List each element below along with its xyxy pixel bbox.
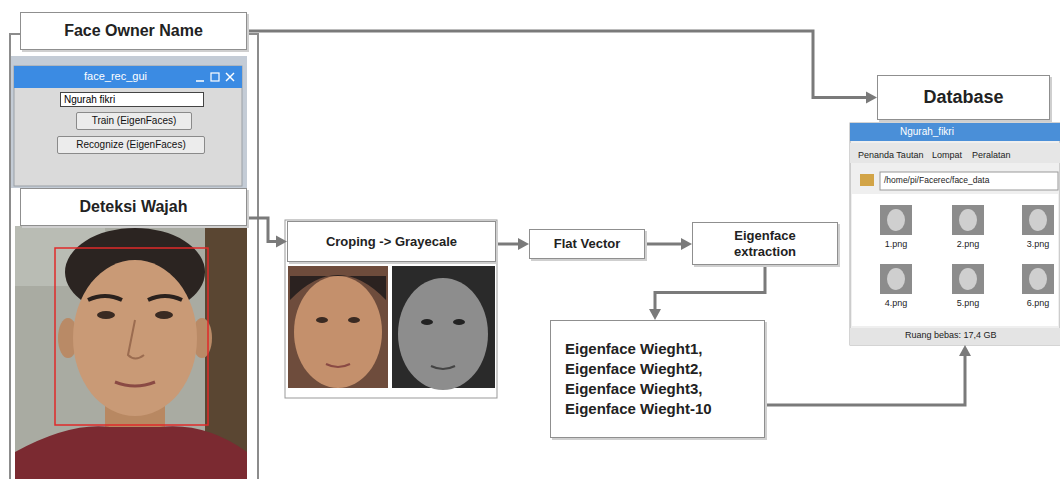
- node-label: Recognize (EigenFaces): [76, 139, 186, 151]
- node-label: 1.png: [885, 239, 908, 249]
- node-label: /home/pi/Facerec/face_data: [884, 175, 989, 185]
- output-box: Eigenface Wieght1,Eigenface Wieght2,Eige…: [550, 320, 765, 438]
- node-label: Penanda Tautan: [858, 150, 923, 160]
- node-label: Croping -> Grayecale: [326, 234, 457, 250]
- arrowhead: [649, 309, 661, 320]
- node-label: 4.png: [885, 298, 908, 308]
- gui-window: face_rec_guiNgurah fikriTrain (EigenFace…: [14, 66, 242, 186]
- connector-line: [655, 265, 765, 309]
- arrow-connector: [649, 265, 765, 320]
- left-panel-outline: [10, 34, 258, 479]
- node-label: Flat Vector: [554, 236, 620, 252]
- node-label: Face Owner Name: [64, 21, 203, 40]
- arrow-connector: [247, 218, 287, 248]
- input-box: Face Owner Name: [20, 12, 247, 50]
- process-box: Eigenface extraction: [692, 222, 838, 265]
- node-label: Eigenface Wieght1,: [565, 339, 702, 359]
- face-photo: [15, 226, 247, 479]
- node-label: Ruang bebas: 17,4 GB: [905, 330, 997, 340]
- connector-line: [496, 243, 518, 246]
- arrowhead: [518, 238, 529, 250]
- process-box: Croping -> Grayecale: [287, 221, 496, 262]
- node-label: Eigenface Wieght-10: [565, 399, 712, 419]
- node-label: Ngurah fikri: [64, 94, 115, 106]
- node-label: Database: [923, 87, 1003, 109]
- arrow-connector: [765, 345, 971, 405]
- gui-window-screenshot: [11, 56, 247, 188]
- grayscale-crop-image: [392, 266, 495, 390]
- connector-line: [247, 218, 276, 242]
- node-label: Lompat: [932, 150, 962, 160]
- file-manager-window: Ngurah_fikriPenanda Tautan Lompat Peralata…: [850, 123, 1060, 345]
- node-label: Ngurah_fikri: [900, 126, 954, 137]
- node-label: 3.png: [1027, 239, 1050, 249]
- arrow-connector: [247, 31, 877, 104]
- node-label: Peralatan: [972, 150, 1011, 160]
- node-label: Eigenface Wieght3,: [565, 379, 702, 399]
- node-label: Eigenface Wieght2,: [565, 359, 702, 379]
- connector-line: [645, 243, 681, 246]
- node-label: 5.png: [957, 298, 980, 308]
- process-box: Flat Vector: [529, 229, 645, 259]
- arrow-connector: [496, 238, 529, 250]
- arrowhead: [866, 92, 877, 104]
- node-label: 6.png: [1027, 298, 1050, 308]
- node-label: Eigenface extraction: [703, 228, 827, 259]
- node-label: face_rec_gui: [84, 70, 147, 82]
- crop-frame: [285, 220, 497, 398]
- node-label: 2.png: [957, 239, 980, 249]
- connector-line: [247, 31, 866, 98]
- arrowhead: [276, 236, 287, 248]
- recognize-button: Recognize (EigenFaces): [57, 136, 205, 154]
- arrowhead: [681, 238, 692, 250]
- arrowhead: [959, 345, 971, 356]
- node-label: Train (EigenFaces): [92, 115, 177, 127]
- process-box: Deteksi Wajah: [20, 188, 247, 226]
- arrow-connector: [645, 238, 692, 250]
- connector-line: [765, 356, 965, 405]
- database-box: Database: [877, 75, 1050, 120]
- file-manager-screenshot: [850, 123, 1060, 345]
- node-label: Deteksi Wajah: [80, 197, 188, 216]
- text-field: Ngurah fikri: [60, 92, 204, 107]
- color-crop-image: [288, 266, 388, 388]
- train-button: Train (EigenFaces): [76, 112, 192, 130]
